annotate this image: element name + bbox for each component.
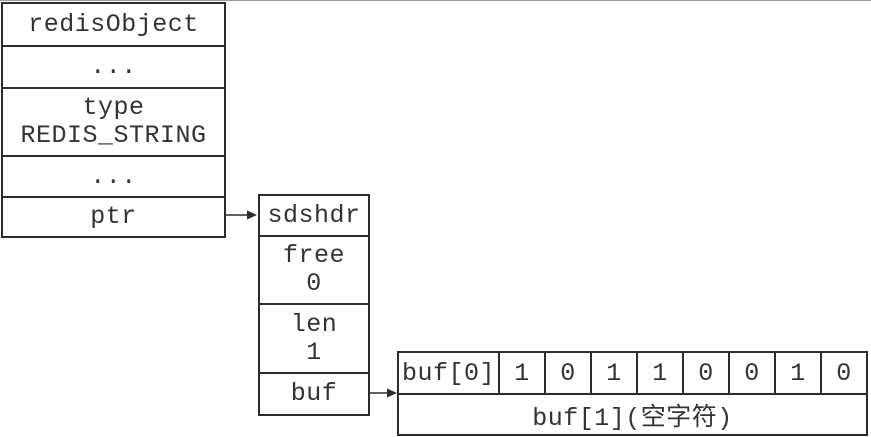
top-divider xyxy=(0,0,871,1)
ptr-label: ptr xyxy=(90,202,137,231)
ellipsis-text: ... xyxy=(90,52,137,81)
sdshdr-buf-row: buf xyxy=(260,372,368,414)
free-label: free xyxy=(282,241,345,270)
redis-object-ptr-row: ptr xyxy=(3,196,224,236)
redis-object-header-row: redisObject xyxy=(3,4,224,45)
type-value: REDIS_STRING xyxy=(20,121,207,150)
arrow-buf-to-array xyxy=(370,388,397,398)
bit-cell: 0 xyxy=(728,353,774,393)
sdshdr-header-row: sdshdr xyxy=(260,196,368,235)
redis-object-ellipsis-row: ... xyxy=(3,45,224,87)
bit-cell: 0 xyxy=(820,353,866,393)
type-label: type xyxy=(82,93,145,122)
buf-label: buf xyxy=(290,379,338,408)
len-label: len xyxy=(290,309,338,339)
sdshdr-box: sdshdr free 0 len 1 buf xyxy=(258,194,370,416)
sdshdr-free-row: free 0 xyxy=(260,235,368,303)
sdshdr-len-row: len 1 xyxy=(260,303,368,372)
arrow-ptr-to-sdshdr xyxy=(226,210,257,220)
arrowhead xyxy=(247,210,257,220)
arrowhead xyxy=(387,388,397,398)
bit-cell: 1 xyxy=(590,353,636,393)
bit-cell: 1 xyxy=(498,353,544,393)
len-value: 1 xyxy=(306,337,322,367)
sdshdr-header: sdshdr xyxy=(267,200,361,230)
redis-object-header: redisObject xyxy=(28,9,199,39)
bit-cell: 0 xyxy=(682,353,728,393)
redis-object-type-row: type REDIS_STRING xyxy=(3,87,224,155)
buf-1-null-terminator-cell: buf[1](空字符) xyxy=(399,393,866,434)
bit-cell: 0 xyxy=(544,353,590,393)
free-value: 0 xyxy=(306,269,322,298)
redis-object-ellipsis-row: ... xyxy=(3,155,224,196)
buf-0-label-cell: buf[0] xyxy=(401,358,495,388)
bit-cell: 1 xyxy=(636,353,682,393)
redis-object-box: redisObject ... type REDIS_STRING ... pt… xyxy=(1,2,226,238)
bit-cell: 1 xyxy=(774,353,820,393)
buf-array: buf[0] 1 0 1 1 0 0 1 0 buf[1](空字符) xyxy=(397,351,868,436)
ellipsis-text: ... xyxy=(90,161,137,191)
